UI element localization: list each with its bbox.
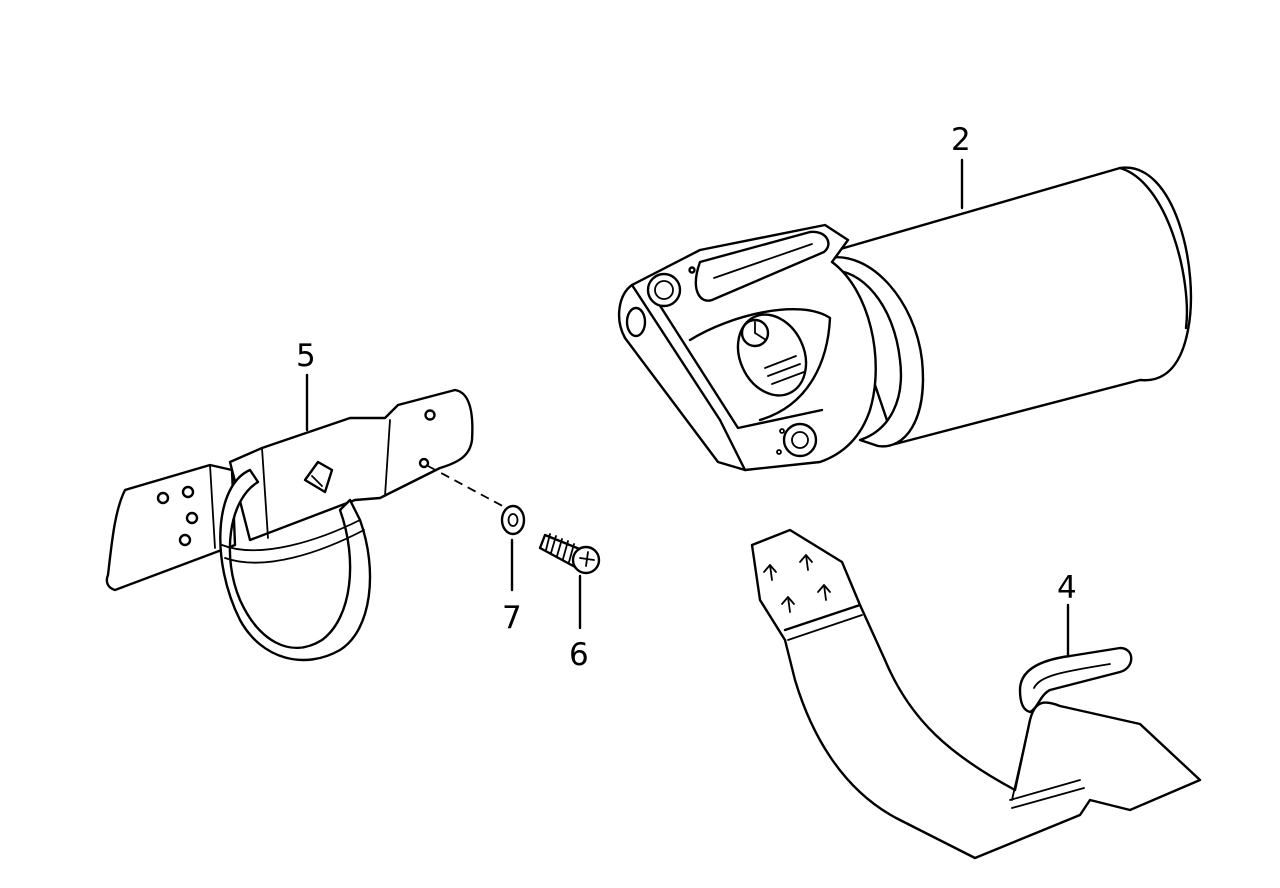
drier-head-edge xyxy=(648,288,824,430)
part-clamp-bracket: 5 xyxy=(105,338,474,662)
bracket-hole xyxy=(181,485,195,499)
strap-arrow xyxy=(763,564,777,581)
strap-tab-edge xyxy=(783,603,862,632)
washer xyxy=(500,504,526,536)
bracket-hole-right xyxy=(424,409,436,421)
drier-side-port xyxy=(625,306,647,338)
part-washer: 7 xyxy=(500,504,526,636)
part-screw: 6 xyxy=(538,533,601,673)
drier-end-cap xyxy=(1118,166,1189,330)
callout-5: 5 xyxy=(296,338,316,374)
part-mounting-strap: 4 xyxy=(750,528,1202,860)
drier-fitting-bottom xyxy=(782,422,818,458)
drier-fitting-top xyxy=(646,272,682,308)
bracket-hole xyxy=(156,491,170,505)
bracket-hole-mount xyxy=(418,457,430,469)
callout-7: 7 xyxy=(502,600,522,636)
callout-4: 4 xyxy=(1057,570,1077,606)
bracket-hole xyxy=(178,533,192,547)
strap-arrow xyxy=(781,596,795,613)
callout-2: 2 xyxy=(951,122,971,158)
bracket-hole xyxy=(185,511,199,525)
drier-flange-ring xyxy=(826,255,925,448)
strap-buckle-loop xyxy=(1018,646,1133,714)
callout-6: 6 xyxy=(569,637,589,673)
drier-head-pad xyxy=(688,308,832,422)
drier-head-face xyxy=(630,283,747,472)
strap-band xyxy=(750,528,1202,860)
strap-arrow xyxy=(799,554,813,571)
strap-arrow xyxy=(817,584,831,601)
bracket-left-tab xyxy=(105,463,237,592)
screw-cross-slot xyxy=(579,551,595,567)
assembly-dashed-line xyxy=(427,465,511,511)
part-drier-cylinder: 2 xyxy=(617,122,1193,472)
bracket-top-plate xyxy=(228,388,474,542)
screw-thread xyxy=(545,533,575,563)
bracket-clip xyxy=(303,460,334,494)
